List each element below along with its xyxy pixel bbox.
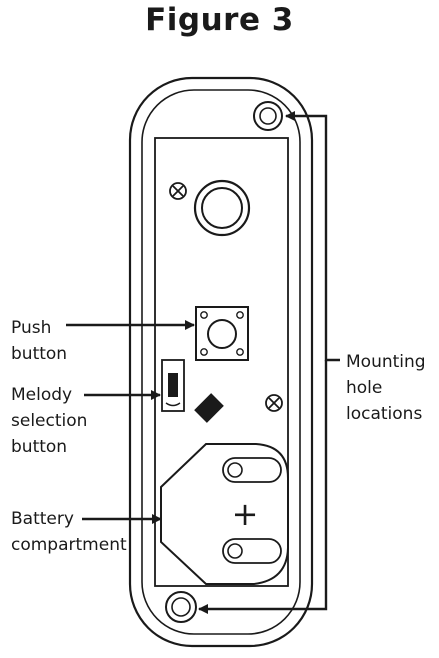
component-diamond [194, 393, 224, 423]
mounting-hole-label-line: hole [346, 378, 383, 398]
mounting-hole-bracket [285, 111, 340, 362]
battery-compartment-label: Battery compartment [11, 506, 127, 558]
melody-selection-label: Melody selection button [11, 382, 87, 460]
push-button-label: Push button [11, 315, 67, 367]
screw-icon [265, 394, 283, 412]
screw-icon [169, 182, 187, 200]
outer-housing [128, 76, 314, 648]
speaker-opening [193, 179, 251, 237]
figure-title: Figure 3 [145, 2, 294, 38]
push-button-label-line: button [11, 344, 68, 364]
battery-compartment: + [160, 443, 289, 585]
inner-housing-rim [141, 89, 301, 635]
mounting-hole-top [253, 101, 283, 131]
mounting-hole-bracket-lower [198, 360, 328, 614]
mounting-hole-label: Mounting hole locations [346, 349, 426, 427]
circuit-board [154, 137, 289, 587]
melody-selection-switch [161, 359, 185, 412]
push-button [195, 306, 249, 361]
push-button-label-line: Push [11, 318, 52, 338]
mounting-hole-label-line: Mounting [346, 352, 426, 372]
battery-compartment-label-line: Battery [11, 509, 74, 529]
melody-selection-label-line: Melody [11, 385, 73, 405]
battery-plus-symbol: + [232, 495, 259, 533]
melody-selection-label-line: selection [11, 411, 88, 431]
melody-selection-label-line: button [11, 437, 68, 457]
mounting-hole-label-line: locations [346, 404, 423, 424]
mounting-hole-bottom [165, 591, 197, 623]
battery-compartment-label-line: compartment [11, 535, 127, 555]
